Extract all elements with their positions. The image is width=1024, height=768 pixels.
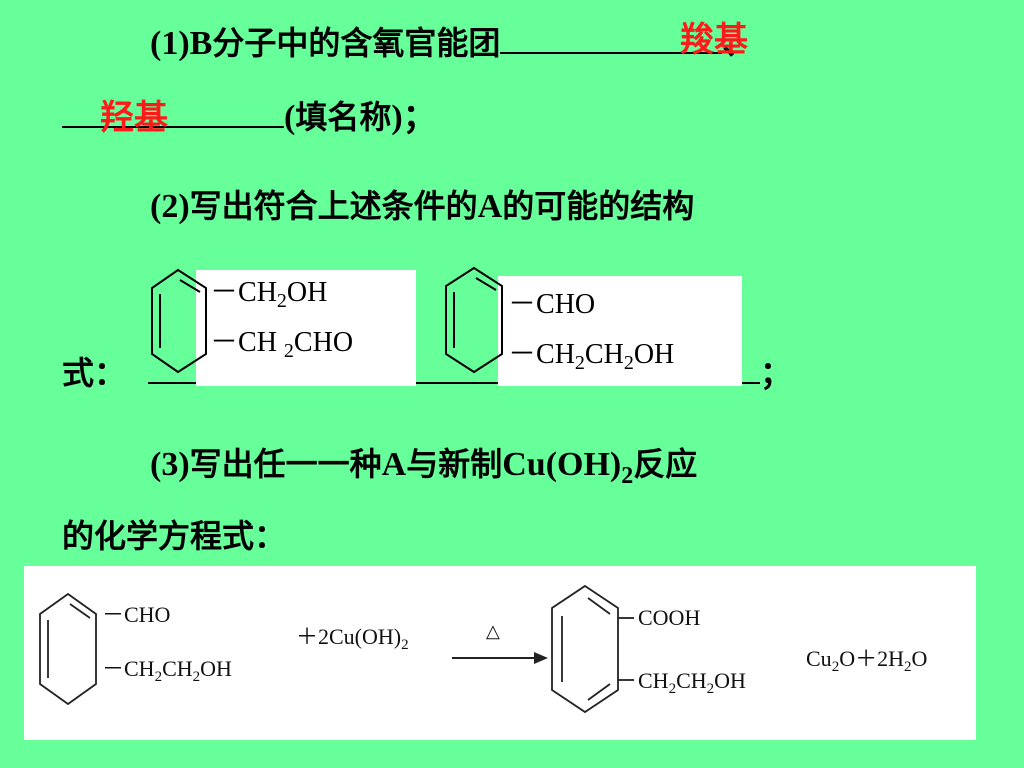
product-benzene-ring-icon (551, 584, 634, 714)
q1-blank-2 (62, 96, 284, 128)
subscript: 2 (623, 352, 634, 374)
group-text: CH (238, 277, 277, 308)
q3-line2-text: 的化学方程式： (62, 517, 287, 555)
q1-sep: 、 (722, 24, 755, 62)
q3-text1: 写出任一一种 (189, 445, 382, 483)
dash: － (210, 327, 239, 358)
subscript: 2 (831, 659, 840, 675)
group-text: OH (286, 277, 328, 308)
struct1-box (196, 270, 416, 386)
group-text: OH (633, 339, 675, 370)
q2-line2: 式： ； (62, 352, 792, 394)
group-text: CH (238, 327, 284, 358)
q3-line1: (3)写出任一一种A与新制Cu(OH)2反应 (150, 444, 697, 496)
group-text: CHO (536, 289, 596, 320)
benzene-ring-icon (151, 268, 207, 374)
reactant-group1: －CHO (102, 602, 171, 627)
q1-answer-1: 羧基 (680, 20, 748, 60)
subscript: 2 (192, 669, 201, 685)
dash: － (508, 339, 537, 370)
byproduct-text: O＋2H (839, 646, 904, 671)
byproduct-text: Cu (806, 646, 832, 671)
subscript: 2 (283, 340, 294, 362)
reactant-benzene-ring-icon (39, 592, 97, 706)
q3-text2: 与新制 (406, 445, 503, 483)
group-text: CH (638, 668, 669, 693)
q2-end: ； (760, 354, 793, 392)
struct2-group1: －CHO (508, 290, 595, 320)
q3-formula: Cu(OH) (502, 446, 622, 483)
group-text: CH (676, 668, 707, 693)
q2-line1: (2)写出符合上述条件的A的可能的结构 (150, 186, 694, 227)
group-text: OH (714, 668, 746, 693)
group-text: CH (584, 339, 624, 370)
q1-suffix-text: 填名称 (295, 98, 392, 136)
q1-text: 分子中的含氧官能团 (212, 24, 501, 62)
q1-prefix: (1)B (150, 25, 213, 62)
subscript: 2 (401, 637, 409, 653)
subscript: 2 (276, 290, 287, 312)
group-text: CH (536, 339, 575, 370)
q3-text3: 反应 (633, 445, 698, 483)
group-text: OH (200, 656, 232, 681)
reaction-arrow-icon (452, 652, 548, 664)
reagent: ＋2Cu(OH)2 (296, 624, 409, 658)
dash: － (508, 289, 537, 320)
q1-blank-1 (500, 22, 723, 54)
q2-text1: 写出符合上述条件的 (189, 187, 478, 225)
byproduct-text: O (911, 646, 928, 671)
product-group1: COOH (638, 605, 701, 630)
q1-answer-2: 羟基 (100, 98, 168, 138)
q1-suffix-close: )； (391, 99, 437, 136)
subscript: 2 (706, 681, 715, 697)
q1-line1: (1)B分子中的含氧官能团 、 (150, 22, 754, 64)
reaction-condition: △ (486, 621, 500, 641)
struct1-group1: －CH2OH (210, 278, 327, 316)
subscript: 2 (903, 659, 912, 675)
subscript: 2 (154, 669, 163, 685)
struct2-group2: －CH2CH2OH (508, 340, 674, 378)
q3-A: A (381, 446, 407, 483)
group-text: －CH (102, 656, 155, 681)
struct2-box (498, 276, 742, 386)
byproducts: Cu2O＋2H2O (806, 646, 927, 680)
struct1-group2: －CH 2CHO (210, 328, 353, 366)
reagent-text: ＋2Cu(OH) (296, 624, 402, 649)
reactant-group2: －CH2CH2OH (102, 656, 232, 690)
subscript: 2 (668, 681, 677, 697)
equation-panel (24, 566, 976, 740)
q3-line2: 的化学方程式： (62, 516, 286, 557)
q1-line2: (填名称)； (62, 96, 437, 138)
group-text: CH (162, 656, 193, 681)
group-text: CHO (293, 327, 354, 358)
q2-prefix: (2) (150, 188, 190, 225)
q3-prefix: (3) (150, 446, 190, 483)
dash: － (210, 277, 239, 308)
product-group2: CH2CH2OH (638, 668, 746, 702)
q2-text2: 的可能的结构 (502, 187, 695, 225)
q2-line2-text: 式： (62, 354, 127, 392)
subscript: 2 (574, 352, 585, 374)
q2-A: A (477, 188, 503, 225)
q1-suffix-open: ( (284, 99, 296, 136)
q2-blank (148, 352, 761, 384)
benzene-ring-icon (445, 266, 503, 374)
q3-formula-sub: 2 (621, 463, 634, 489)
